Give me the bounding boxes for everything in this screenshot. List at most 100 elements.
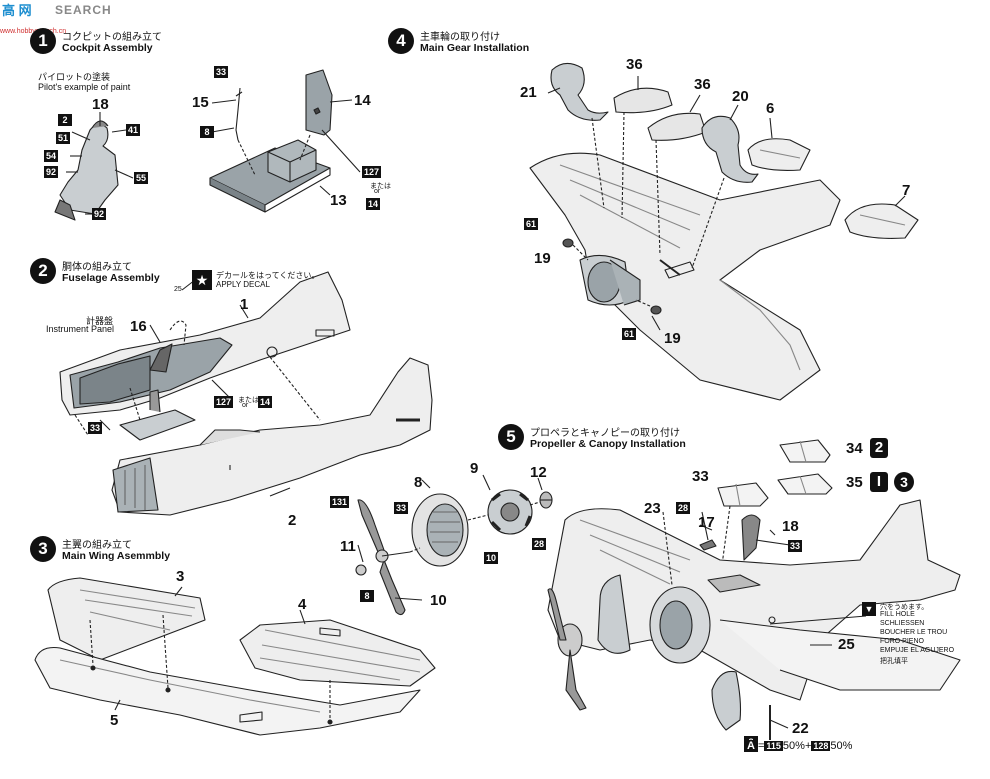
color-14-fuselage: 14 — [258, 396, 273, 408]
part-14: 14 — [354, 92, 371, 109]
color-51: 51 — [56, 132, 71, 144]
step-2-title-jp: 胴体の組み立て — [62, 262, 132, 273]
color-131: 131 — [330, 496, 350, 508]
wheel-spat-right — [701, 115, 759, 183]
part-2: 2 — [288, 512, 297, 529]
part-3: 3 — [176, 568, 185, 585]
fuselage-assembled — [111, 357, 433, 516]
fill-hole-en: FILL HOLE — [880, 611, 915, 618]
color-61-right: 61 — [622, 328, 637, 340]
part-36-b: 36 — [694, 76, 711, 93]
canopy-34 — [779, 439, 831, 463]
part-21: 21 — [520, 84, 537, 101]
color-33-stick: 33 — [214, 66, 229, 78]
part-25: 25 — [838, 636, 855, 653]
color-127-fuselage: 127 — [214, 396, 234, 408]
canopy-mark-3: 3 — [894, 472, 914, 492]
part-4: 4 — [298, 596, 307, 613]
step-3-title-en: Main Wing Asemmbly — [62, 550, 171, 562]
part-18: 18 — [92, 96, 109, 113]
fill-hole-jp: 穴をうめます。 — [880, 604, 929, 611]
step-1-badge: 1 — [30, 28, 56, 54]
step-4-title-jp: 主車輪の取り付け — [420, 32, 500, 43]
part-9: 9 — [470, 460, 479, 477]
mix-label: A — [744, 740, 758, 752]
part-18-b: 18 — [782, 518, 799, 535]
color-14-cockpit: 14 — [366, 198, 381, 210]
part-1: 1 — [240, 296, 249, 313]
pilot-paint-en: Pilot's example of paint — [38, 82, 131, 92]
color-33-pilot: 33 — [788, 540, 803, 552]
color-61-left: 61 — [524, 218, 539, 230]
instrument-panel — [149, 320, 187, 373]
instrument-panel-jp: 計器盤 — [86, 316, 114, 326]
wheel-cover-2 — [647, 112, 707, 141]
step-5-title-jp: プロペラとキャノピーの取り付け — [530, 428, 680, 439]
watermark-text: SEARCH — [55, 3, 112, 17]
part-10: 10 — [430, 592, 447, 609]
part-13: 13 — [330, 192, 347, 209]
mix-color-115: 115 — [764, 741, 783, 751]
step-2-title-en: Fuselage Assembly — [62, 272, 160, 284]
step-1-title-en: Cockpit Assembly — [62, 42, 153, 54]
part-15: 15 — [192, 94, 209, 111]
step-2-badge: 2 — [30, 258, 56, 284]
color-41: 41 — [126, 124, 141, 136]
part-20: 20 — [732, 88, 749, 105]
engine-spacer — [539, 491, 553, 509]
part-17: 17 — [698, 514, 715, 531]
decal-25: 25 — [174, 286, 182, 293]
fill-hole-fr: BOUCHER LE TROU — [880, 629, 948, 636]
fill-hole-cn: 把孔填平 — [880, 658, 908, 665]
mix-color-128: 128 — [811, 741, 831, 751]
part-19-b: 19 — [664, 330, 681, 347]
step-1-title-jp: コクピットの組み立て — [62, 32, 162, 43]
step-3-title-jp: 主翼の組み立て — [62, 540, 132, 551]
color-8-stick: 8 — [200, 126, 214, 138]
watermark: 高 网 SEARCH www.hobbysearch.cn — [0, 0, 160, 35]
mix-pct-2: 50% — [830, 740, 853, 752]
mix-eq: = — [757, 740, 765, 752]
color-33-fuselage: 33 — [88, 422, 103, 434]
control-stick — [235, 87, 256, 176]
color-55: 55 — [134, 172, 149, 184]
wheel-cover-1 — [613, 87, 673, 114]
step-3-badge: 3 — [30, 536, 56, 562]
canopy-mark-1: I — [870, 472, 888, 492]
or-jp-2: または — [238, 397, 259, 404]
or-en-1: or — [374, 188, 381, 195]
aircraft-complete — [547, 499, 961, 731]
cowling — [411, 493, 469, 567]
part-16: 16 — [130, 318, 147, 335]
decal-marker-icon: ★ — [192, 270, 212, 290]
instrument-panel-en: Instrument Panel — [46, 324, 115, 334]
cockpit-floor — [209, 139, 331, 213]
color-28-engine: 28 — [532, 538, 547, 550]
part-33: 33 — [692, 468, 709, 485]
decal-en: APPLY DECAL — [216, 280, 270, 289]
part-22: 22 — [792, 720, 809, 737]
color-127-cockpit: 127 — [362, 166, 382, 178]
color-92-top: 92 — [44, 166, 59, 178]
fill-hole-de: SCHLIESSEN — [880, 620, 925, 627]
gear-door-7 — [844, 203, 919, 239]
left-wing-upper — [47, 577, 206, 661]
part-8: 8 — [414, 474, 423, 491]
part-36-a: 36 — [626, 56, 643, 73]
pilot-paint-jp: パイロットの塗装 — [38, 72, 111, 82]
or-jp-1: または — [370, 183, 391, 190]
step-4-badge: 4 — [388, 28, 414, 54]
color-92-bottom: 92 — [92, 208, 107, 220]
color-28-canopy: 28 — [676, 502, 691, 514]
fill-hole-icon: ▼ — [862, 602, 876, 616]
gear-door-6 — [747, 138, 811, 171]
step-5-badge: 5 — [498, 424, 524, 450]
fuselage-wing-view — [529, 152, 841, 401]
part-11: 11 — [340, 538, 356, 555]
part-7: 7 — [902, 182, 911, 199]
wheel-spat-left — [550, 62, 609, 121]
color-10: 10 — [484, 552, 499, 564]
propeller — [355, 499, 411, 616]
part-19-a: 19 — [534, 250, 551, 267]
